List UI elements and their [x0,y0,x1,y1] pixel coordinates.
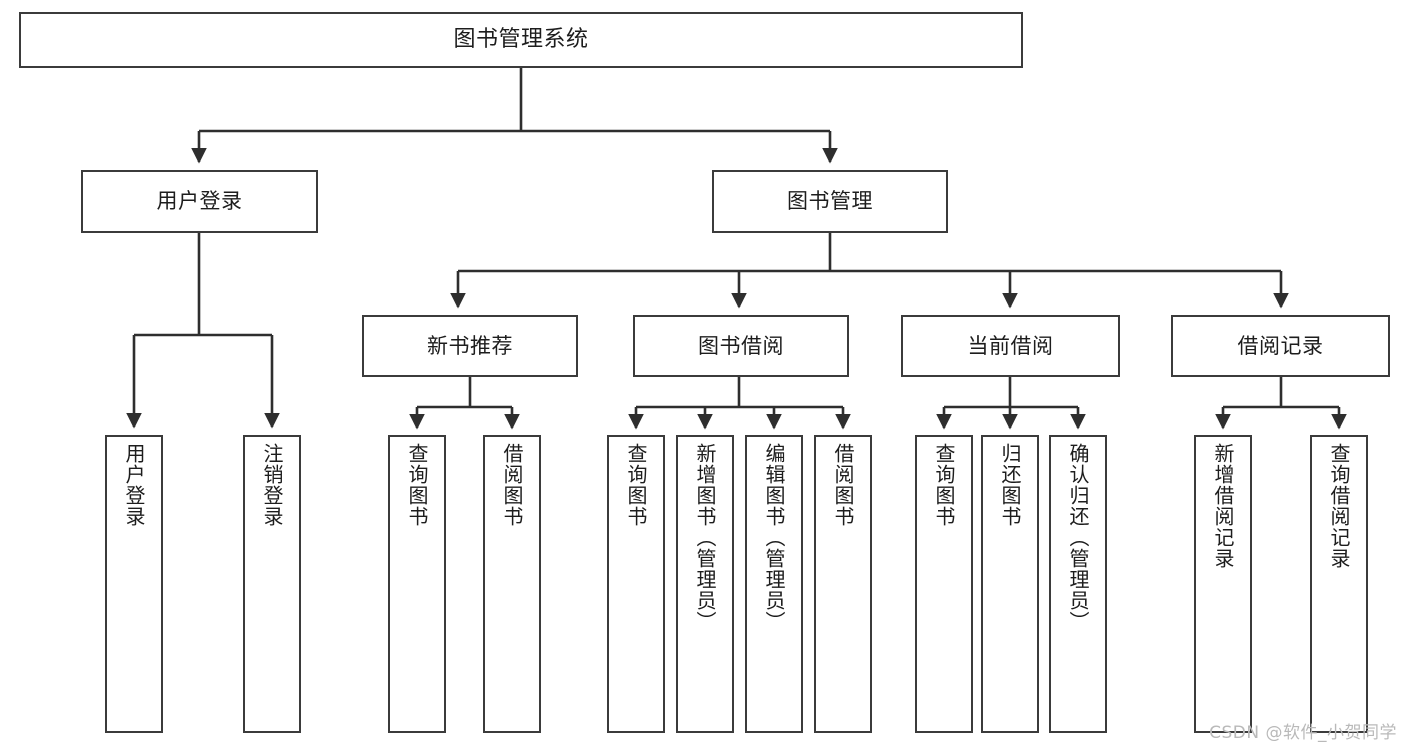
leaf-borrow-record-0[interactable]: 新增借阅记录 [1194,435,1252,733]
leaf-new-book-recommend-0[interactable]: 查询图书 [388,435,446,733]
leaf-label: 查询图书 [624,443,648,527]
leaf-label: 归还图书 [998,443,1022,527]
leaf-user-login-0[interactable]: 用户登录 [105,435,163,733]
node-user-login-label: 用户登录 [156,189,243,214]
leaf-label: 查询图书 [932,443,956,527]
leaf-label: 编辑图书（管理员） [762,443,786,632]
node-new-book-recommend-label: 新书推荐 [427,333,513,358]
leaf-label: 注销登录 [260,443,284,527]
leaf-user-login-1[interactable]: 注销登录 [243,435,301,733]
leaf-book-borrow-3[interactable]: 借阅图书 [814,435,872,733]
leaf-label: 新增借阅记录 [1211,443,1235,569]
leaf-borrow-record-1[interactable]: 查询借阅记录 [1310,435,1368,733]
leaf-current-borrow-0[interactable]: 查询图书 [915,435,973,733]
leaf-label: 查询借阅记录 [1327,443,1351,569]
node-borrow-record-label: 借阅记录 [1237,333,1324,358]
node-root[interactable]: 图书管理系统 [19,12,1023,68]
leaf-book-borrow-1[interactable]: 新增图书（管理员） [676,435,734,733]
node-current-borrow[interactable]: 当前借阅 [901,315,1120,377]
node-user-login[interactable]: 用户登录 [81,170,318,233]
node-root-label: 图书管理系统 [453,27,589,53]
leaf-label: 用户登录 [122,443,146,527]
leaf-new-book-recommend-1[interactable]: 借阅图书 [483,435,541,733]
leaf-book-borrow-2[interactable]: 编辑图书（管理员） [745,435,803,733]
node-borrow-record[interactable]: 借阅记录 [1171,315,1390,377]
node-book-manage-label: 图书管理 [787,189,873,214]
node-book-borrow[interactable]: 图书借阅 [633,315,849,377]
node-book-manage[interactable]: 图书管理 [712,170,948,233]
leaf-label: 借阅图书 [500,443,524,527]
leaf-label: 查询图书 [405,443,429,527]
leaf-label: 借阅图书 [831,443,855,527]
leaf-label: 确认归还（管理员） [1066,443,1090,632]
leaf-label: 新增图书（管理员） [693,443,717,632]
leaf-current-borrow-2[interactable]: 确认归还（管理员） [1049,435,1107,733]
leaf-current-borrow-1[interactable]: 归还图书 [981,435,1039,733]
node-book-borrow-label: 图书借阅 [698,333,784,358]
node-current-borrow-label: 当前借阅 [967,333,1054,358]
leaf-book-borrow-0[interactable]: 查询图书 [607,435,665,733]
node-new-book-recommend[interactable]: 新书推荐 [362,315,578,377]
